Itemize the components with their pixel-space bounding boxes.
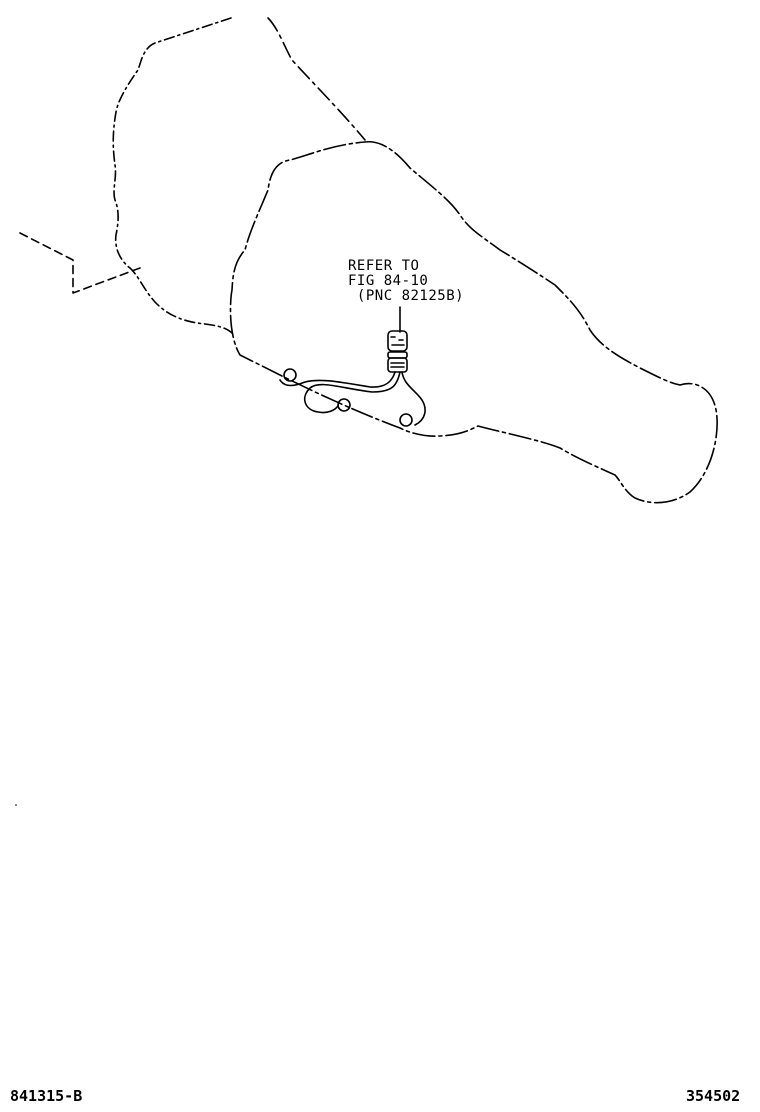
connector-clip [337, 398, 351, 412]
transmission-outline [229, 141, 718, 504]
reference-number: 354502 [686, 1087, 741, 1105]
sensor-connector-icon[interactable] [387, 306, 408, 373]
callout-line-2: FIG 84-10 [348, 273, 429, 289]
callout-line-1: REFER TO [348, 258, 420, 274]
part-reference-callout[interactable]: REFER TO FIG 84-10 (PNC 82125B) [348, 259, 464, 304]
illustration-code: 841315-B [10, 1087, 83, 1105]
vehicle-body-outline [19, 17, 366, 337]
stray-dot [15, 804, 17, 806]
connector-clip [283, 368, 297, 382]
wire-harness [279, 368, 426, 427]
callout-line-3: (PNC 82125B) [348, 288, 465, 304]
connector-clip [399, 413, 413, 427]
